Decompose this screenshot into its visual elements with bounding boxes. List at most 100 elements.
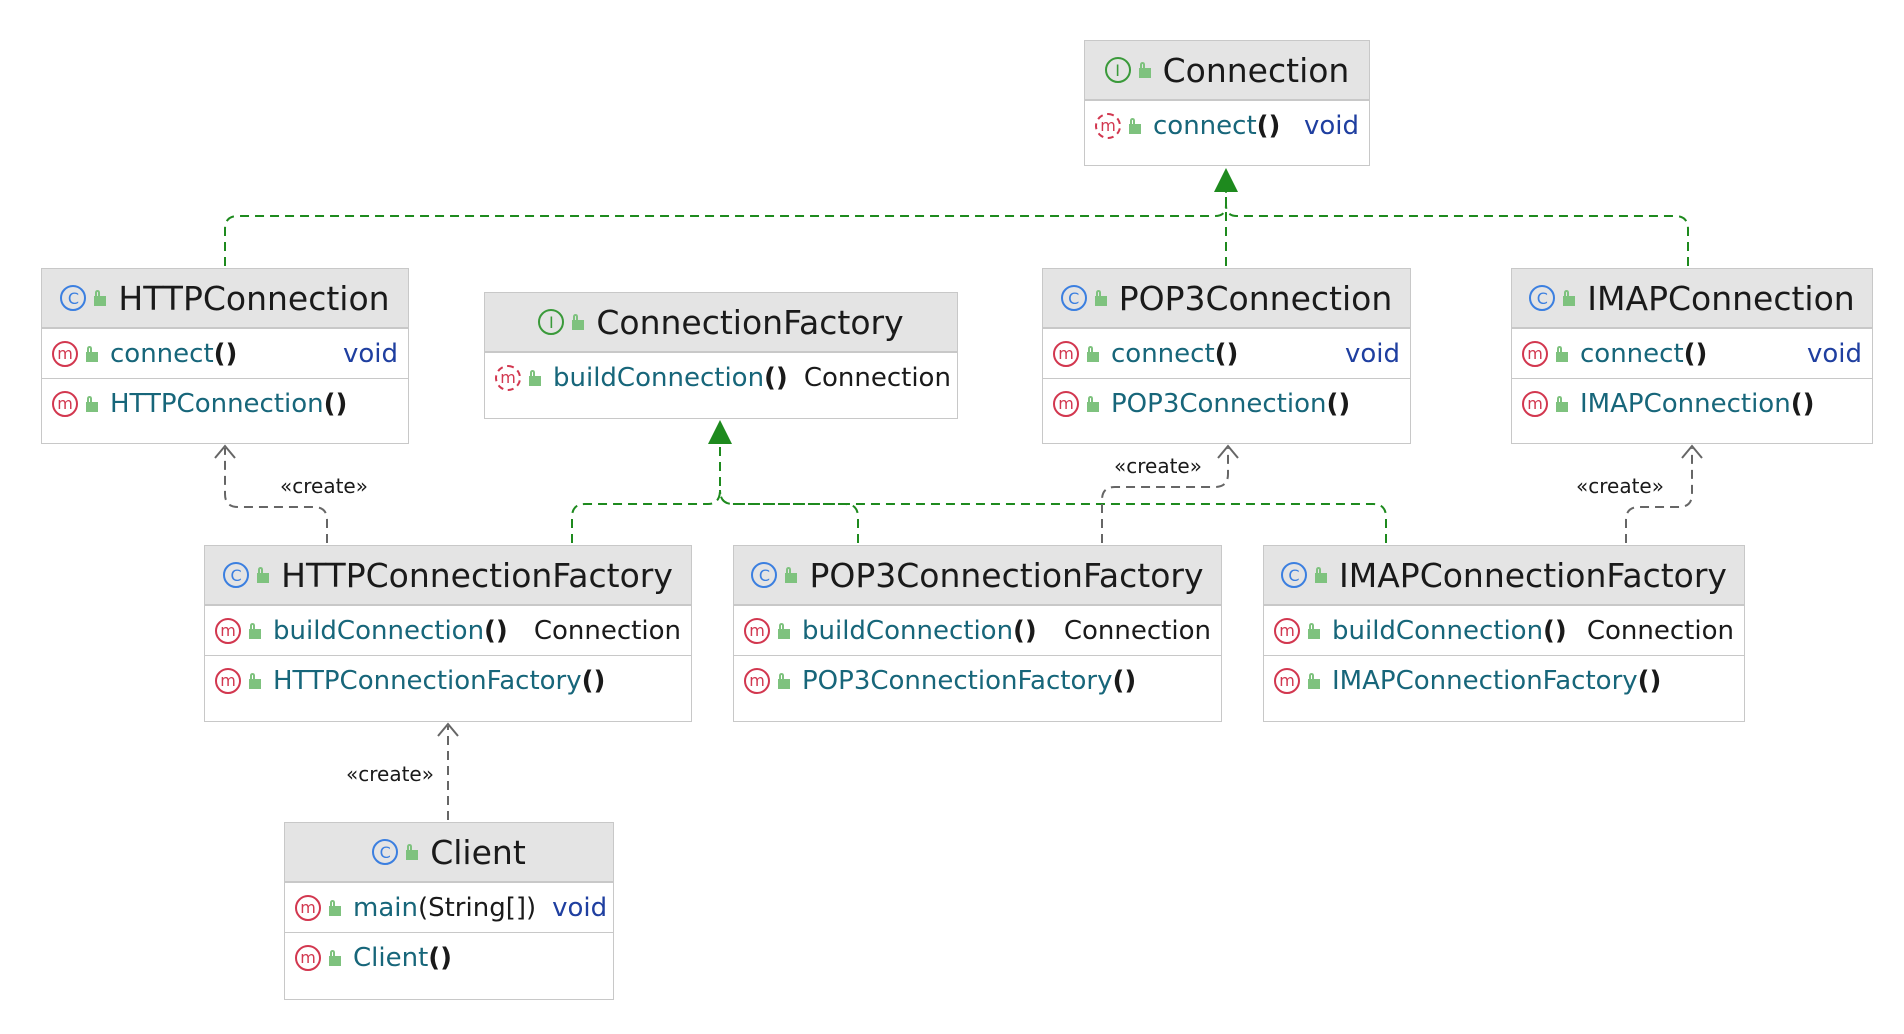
method-icon: m [52,340,78,367]
create-edge-imap [1625,448,1693,543]
method-icon: m [1522,390,1548,417]
public-visibility-icon [1556,345,1568,362]
method-name: connect [1580,338,1684,369]
public-visibility-icon [1087,395,1099,412]
class-header: C IMAPConnection [1512,269,1872,328]
public-visibility-icon [778,672,790,689]
public-visibility-icon [1308,672,1320,689]
create-label-client: «create» [346,762,434,786]
method-name: connect [110,338,214,369]
method-name: main [353,892,418,923]
create-arrowhead-client [437,722,459,737]
interface-icon: I [1104,57,1131,83]
method-params: (String[]) [417,892,537,923]
method-icon: m [1274,667,1300,694]
public-visibility-icon [1138,62,1151,78]
realization-arrowhead-connection-factory [708,420,732,444]
class-icon: C [1529,285,1556,311]
public-visibility-icon [1563,290,1576,306]
realization-edge-imap-factory [719,489,1387,543]
method-name: HTTPConnection [110,388,324,419]
method-params: () [428,942,453,973]
class-name: IMAPConnectionFactory [1339,555,1727,595]
method-name: Client [353,942,429,973]
method-icon: m [295,944,321,971]
method-icon: m [1053,390,1079,417]
create-label-pop3: «create» [1114,454,1202,478]
method-params: () [1013,615,1037,646]
class-icon: C [60,285,87,311]
method-params: () [1790,388,1815,419]
method-icon: m [215,617,241,644]
method-row[interactable]: m Client() [285,932,613,982]
class-name: POP3ConnectionFactory [809,555,1204,595]
method-params: () [1214,338,1239,369]
abstract-method-icon: m [1095,112,1121,139]
realization-edge-http-factory [571,440,721,543]
create-edge-pop3 [1101,448,1229,543]
method-name: IMAPConnection [1580,388,1791,419]
create-arrowhead-pop3 [1217,444,1239,459]
method-return-type: Connection [1586,615,1734,646]
abstract-method-icon: m [495,364,521,391]
method-params: () [581,665,606,696]
method-return-type: void [1344,338,1400,369]
method-name: POP3Connection [1111,388,1327,419]
method-row[interactable]: m POP3Connection() [1043,378,1410,428]
method-icon: m [295,894,321,921]
method-name: buildConnection [802,615,1014,646]
create-edge-http [224,448,328,543]
method-return-type: void [1806,338,1862,369]
public-visibility-icon [529,369,541,386]
class-icon: C [1060,285,1087,311]
class-icon: C [223,562,250,588]
method-params: () [1637,665,1662,696]
create-arrowhead-imap [1681,444,1703,459]
class-header: C HTTPConnection [42,269,408,328]
method-name: buildConnection [273,615,485,646]
method-params: () [1326,388,1351,419]
method-icon: m [52,390,78,417]
class-name: Client [430,832,526,872]
method-name: connect [1153,110,1257,141]
method-return-type: Connection [1063,615,1211,646]
class-icon: C [1281,562,1308,588]
realization-edge-imap-connection [1225,204,1689,266]
class-name: HTTPConnection [118,278,390,318]
realization-edge-pop3-factory [719,489,859,543]
class-header: C IMAPConnectionFactory [1264,546,1744,605]
public-visibility-icon [329,899,341,916]
method-row[interactable]: m IMAPConnection() [1512,378,1872,428]
method-params: () [764,362,788,393]
public-visibility-icon [86,395,98,412]
method-name: POP3ConnectionFactory [802,665,1113,696]
public-visibility-icon [778,622,790,639]
class-name: IMAPConnection [1587,278,1855,318]
public-visibility-icon [1556,395,1568,412]
